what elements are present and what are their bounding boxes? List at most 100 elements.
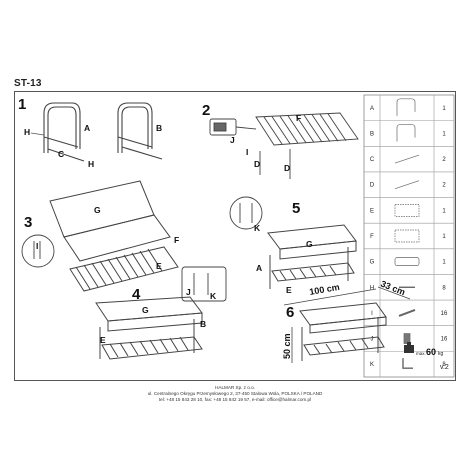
part-letter: K — [370, 362, 374, 368]
seat-cushion-icon — [394, 257, 420, 266]
max-load: 60 — [426, 347, 436, 357]
step-5: 5 K G A E — [229, 196, 357, 295]
bench-with-frames — [267, 224, 357, 289]
label-f: F — [174, 235, 179, 245]
label-j: J — [186, 287, 191, 297]
part-letter: J — [371, 337, 374, 343]
step-2: 2 F J I D D — [202, 102, 359, 179]
part-quantity: 8 — [442, 362, 446, 368]
part-letter: H — [370, 285, 374, 291]
label-b: B — [200, 319, 206, 329]
parts-row: I 16 — [364, 299, 454, 317]
label-i: I — [246, 147, 248, 157]
part-quantity: 16 — [441, 311, 448, 317]
label-d2: D — [284, 163, 290, 173]
label-e: E — [286, 285, 292, 295]
step-1: 1 H A B C H — [18, 96, 163, 169]
part-quantity: 1 — [442, 260, 446, 266]
step-number: 2 — [202, 102, 210, 119]
label-g: G — [142, 305, 149, 315]
u-frame-b — [117, 102, 163, 160]
u-frame-icon — [396, 124, 416, 142]
slat-shelf-icon — [394, 204, 420, 217]
u-frame-icon — [396, 98, 416, 116]
footer: HALMAR Sp. z o.o. ul. Centralnego Okręgu… — [0, 385, 470, 403]
part-letter: I — [371, 311, 373, 317]
instruction-frame — [14, 91, 456, 381]
label-i: I — [36, 241, 38, 251]
part-quantity: 1 — [442, 131, 446, 137]
step-6: 6 100 cm 33 cm 50 cm max. 60 kg — [282, 279, 444, 363]
part-quantity: 1 — [442, 234, 446, 240]
label-b: B — [156, 123, 162, 133]
label-f: F — [296, 113, 301, 123]
depth-dimension: 33 cm — [379, 279, 406, 298]
label-a: A — [84, 123, 90, 133]
max-label: max. — [416, 351, 426, 356]
rod-icon — [394, 180, 420, 190]
label-e: E — [156, 261, 162, 271]
version-label: v.2 — [440, 364, 449, 371]
part-letter: F — [370, 234, 374, 240]
part-quantity: 2 — [442, 157, 446, 163]
width-dimension: 100 cm — [309, 282, 341, 297]
dimension-lines — [283, 286, 411, 363]
part-quantity: 8 — [442, 285, 446, 291]
parts-table — [363, 94, 455, 378]
company-name: HALMAR Sp. z o.o. — [215, 385, 255, 390]
step-number: 1 — [18, 96, 26, 113]
label-h2: H — [88, 159, 94, 169]
step-number: 6 — [286, 304, 294, 321]
step-4: 4 G B E J K — [95, 266, 227, 360]
label-k: K — [210, 291, 217, 301]
part-letter: E — [370, 208, 374, 214]
part-letter: G — [370, 260, 375, 266]
bolt-icon — [398, 308, 416, 317]
step-number: 3 — [24, 214, 32, 231]
part-letter: D — [370, 183, 375, 189]
part-quantity: 16 — [441, 337, 448, 343]
label-e: E — [100, 335, 106, 345]
finished-bench — [299, 302, 387, 361]
label-c: C — [58, 149, 64, 159]
slat-shelf — [255, 112, 359, 179]
height-dimension: 50 cm — [282, 333, 292, 359]
company-contact: tel: +48 15 843 28 10, fax: +48 15 842 1… — [158, 397, 312, 402]
label-k: K — [254, 223, 261, 233]
part-letter: B — [370, 131, 374, 137]
step-number: 5 — [292, 200, 300, 217]
part-quantity: 1 — [442, 106, 446, 112]
bench-assembled — [95, 296, 203, 360]
model-title: ST-13 — [14, 78, 42, 89]
slat-shelf-icon — [394, 229, 420, 243]
detail-zoom — [209, 118, 257, 136]
part-quantity: 2 — [442, 183, 446, 189]
label-g: G — [94, 205, 101, 215]
u-frame-a — [43, 102, 85, 162]
load-unit: kg — [438, 351, 444, 357]
detail-circle — [229, 196, 263, 230]
allen-key-icon — [402, 358, 413, 369]
step-3: 3 G F E I — [21, 180, 179, 292]
label-j: J — [230, 135, 235, 145]
detail-circle — [21, 234, 55, 268]
company-address: ul. Centralnego Okręgu Przemysłowego 2, … — [147, 391, 323, 396]
rod-icon — [394, 154, 420, 164]
step-number: 4 — [132, 286, 141, 303]
label-h: H — [24, 127, 30, 137]
label-d: D — [254, 159, 260, 169]
detail-zoom — [181, 266, 227, 302]
part-quantity: 1 — [442, 208, 446, 214]
bench-top-open — [49, 180, 179, 292]
part-letter: C — [370, 157, 375, 163]
part-letter: A — [370, 106, 374, 112]
